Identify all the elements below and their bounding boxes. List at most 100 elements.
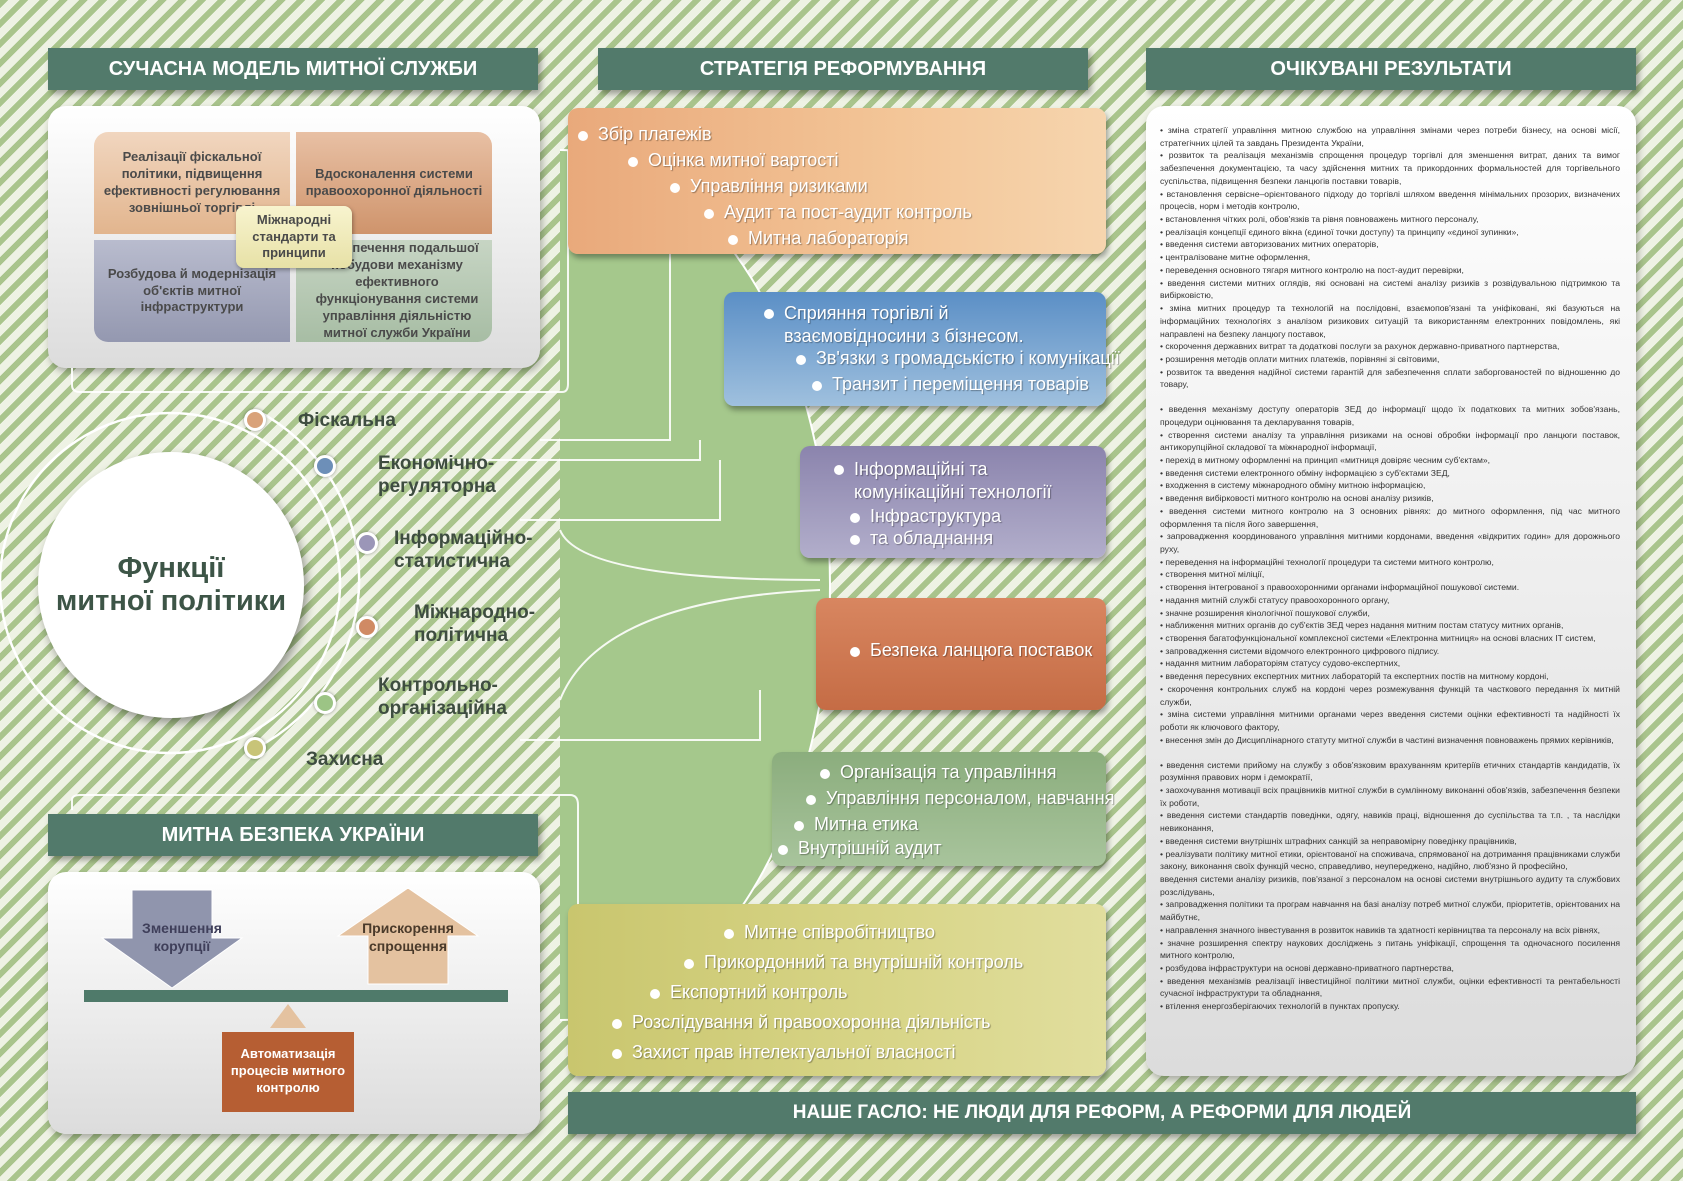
result-item: • введення вибірковості митного контролю…: [1160, 493, 1434, 504]
result-item: • розбудова інфраструктури на основі дер…: [1160, 963, 1454, 973]
result-item: • введення пересувних експертних митних …: [1160, 671, 1549, 682]
result-item: • реалізація концепції єдиного вікна (єд…: [1160, 226, 1519, 237]
function-control: Контрольно-організаційна: [378, 675, 507, 719]
result-item: • запровадження системи відомчого електр…: [1160, 645, 1440, 656]
band5-item-3: Митна етика: [793, 814, 919, 834]
header-strategy: СТРАТЕГІЯ РЕФОРМУВАННЯ: [598, 48, 1088, 90]
result-item: • створення багатофункціональної комплек…: [1160, 633, 1596, 644]
result-item: • розвиток та реалізація механізмів спро…: [1160, 150, 1620, 186]
strategy-band-cooperation: Митне співробітництво Прикордонний та вн…: [568, 904, 1106, 1076]
result-item: • втілення енергозберігаючих технологій …: [1160, 1001, 1400, 1012]
result-item: • введення системи авторизованих митних …: [1160, 239, 1379, 250]
band3-item-3: та обладнання: [849, 528, 994, 548]
result-item: • розширення методів оплати митних плате…: [1160, 353, 1440, 364]
band5-item-1: Організація та управління: [820, 762, 1057, 782]
result-item: • значне розширення кінологічної пошуков…: [1160, 607, 1370, 618]
security-down-label: Зменшення корупції: [142, 920, 222, 954]
function-protective: Захисна: [306, 749, 384, 770]
result-item: • введення системи внутрішніх штрафних с…: [1160, 835, 1517, 846]
function-fiscal: Фіскальна: [298, 410, 396, 431]
slogan-banner: НАШЕ ГАСЛО: НЕ ЛЮДИ ДЛЯ РЕФОРМ, А РЕФОРМ…: [568, 1092, 1636, 1134]
result-item: • перехід в митному оформленні на принци…: [1160, 454, 1491, 465]
function-international: Міжнародно-політична: [414, 602, 536, 646]
band2-item-1: Сприяння торгівлі й взаємовідносини з бі…: [764, 302, 1094, 347]
band6-item-5: Захист прав інтелектуальної власності: [611, 1042, 956, 1062]
results-list: • зміна стратегії управління митною служ…: [1160, 124, 1620, 1070]
results-panel: [1146, 106, 1636, 1076]
result-item: • заохочування мотивації всіх працівникі…: [1160, 784, 1620, 808]
function-dot-protective: [244, 737, 266, 759]
result-item: • запровадження координованого управлінн…: [1160, 531, 1620, 554]
functions-center: Функції митної політики: [38, 452, 304, 718]
result-item: • встановлення сервісне–орієнтованого пі…: [1160, 188, 1620, 212]
band1-item-3: Управління ризиками: [670, 176, 868, 196]
band3-item-1: Інформаційні та комунікаційні технології: [834, 458, 1094, 503]
strategy-band-security: Безпека ланцюга поставок: [816, 598, 1106, 710]
result-item: • зміна стратегії управління митною служ…: [1160, 125, 1620, 148]
result-item: • реалізувати політику митної етики, орі…: [1160, 848, 1620, 872]
functions-title-line1: Функції: [117, 552, 225, 584]
band3-item-2: Інфраструктура: [849, 506, 1002, 526]
functions-title-line2: митної політики: [55, 585, 287, 617]
function-dot-fiscal: [244, 409, 266, 431]
model-quadrant-fiscal: Реалізації фіскальної політики, підвищен…: [94, 132, 290, 234]
result-item: • значне розширення спектру наукових дос…: [1160, 937, 1620, 961]
band6-item-1: Митне співробітництво: [723, 922, 936, 942]
result-item: • введення системи митних оглядів, які о…: [1160, 277, 1620, 301]
strategy-band-fiscal: Збір платежів Оцінка митної вартості Упр…: [568, 108, 1106, 254]
band5-item-2: Управління персоналом, навчання: [805, 788, 1115, 808]
band1-item-1: Збір платежів: [578, 124, 712, 144]
result-item: • створення митної міліції,: [1160, 569, 1265, 580]
result-item: • введення системи прийому на службу з о…: [1160, 759, 1620, 783]
security-auto-label: Автоматизація процесів митного контролю: [230, 1046, 346, 1095]
result-item: • скорочення державних витрат та додатко…: [1160, 341, 1560, 352]
header-security: МИТНА БЕЗПЕКА УКРАЇНИ: [48, 814, 538, 856]
result-item: • створення системи аналізу та управлінн…: [1160, 429, 1620, 453]
band6-item-2: Прикордонний та внутрішній контроль: [683, 952, 1024, 972]
header-results: ОЧІКУВАНІ РЕЗУЛЬТАТИ: [1146, 48, 1636, 90]
security-up-label: Прискорення спрощення: [362, 920, 454, 954]
result-item: • встановлення чітких ролі, обов'язків т…: [1160, 214, 1479, 225]
result-item: • введення системи митного контролю на 3…: [1160, 505, 1620, 529]
result-item: • направлення значного інвестування в ро…: [1160, 924, 1601, 935]
security-diagram: [84, 887, 508, 1112]
strategy-band-trade: Сприяння торгівлі й взаємовідносини з бі…: [724, 292, 1120, 406]
result-item: • зміна митних процедур та технологій на…: [1160, 303, 1620, 339]
result-item: • надання митній службі статусу правоохо…: [1160, 594, 1390, 605]
result-item: • розвиток та введення надійної системи …: [1160, 366, 1620, 390]
result-item: • наближення митних органів до суб'єктів…: [1160, 620, 1564, 631]
strategy-band-it: Інформаційні та комунікаційні технології…: [800, 446, 1106, 558]
result-gap: [1160, 391, 1620, 403]
result-item: • введення механізмів реалізації інвести…: [1160, 975, 1620, 999]
model-center-standards: Міжнародні стандарти та принципи: [236, 206, 352, 268]
result-item: • внесення змін до Дисциплінарного стату…: [1160, 734, 1614, 745]
band6-item-4: Розслідування й правоохоронна діяльність: [612, 1012, 991, 1032]
result-item: введення системи аналізу ризиків, пов'яз…: [1160, 873, 1620, 897]
strategy-band-organization: Організація та управління Управління пер…: [772, 752, 1114, 866]
band2-item-3: Транзит і переміщення товарів: [812, 374, 1089, 394]
band5-item-4: Внутрішній аудит: [778, 838, 942, 858]
result-item: • надання митним лабораторіям статусу су…: [1160, 658, 1401, 669]
result-item: • переведення основного тягаря митного к…: [1160, 264, 1464, 275]
function-dot-control: [314, 692, 336, 714]
result-item: • переведення на інформаційні технології…: [1160, 556, 1494, 567]
result-item: • скорочення контрольних служб на кордон…: [1160, 683, 1620, 707]
band1-item-5: Митна лабораторія: [728, 228, 909, 248]
result-item: • створення інтегрованої з правоохоронни…: [1160, 582, 1520, 593]
model-quadrant-infra: Розбудова й модернізація об'єктів митної…: [94, 240, 290, 342]
function-dot-economic: [314, 455, 336, 477]
function-dot-information: [356, 532, 378, 554]
function-economic: Економічно-регуляторна: [378, 453, 496, 497]
result-item: • входження в систему міжнародного обмін…: [1160, 480, 1426, 491]
band2-item-2: Зв'язки з громадськістю і комунікації: [796, 348, 1120, 368]
band4-item-1: Безпека ланцюга поставок: [849, 640, 1093, 660]
result-item: • введення системи електронного обміну і…: [1160, 467, 1450, 478]
band6-item-3: Експортний контроль: [650, 982, 848, 1002]
result-item: • централізоване митне оформлення,: [1160, 252, 1311, 263]
function-dot-international: [356, 616, 378, 638]
result-item: • введення системи стандартів поведінки,…: [1160, 810, 1620, 834]
result-item: • запровадження політики та програм навч…: [1160, 899, 1620, 923]
result-item: • введення механізму доступу операторів …: [1160, 404, 1620, 427]
result-gap: [1160, 747, 1620, 759]
band1-item-2: Оцінка митної вартості: [627, 150, 839, 170]
